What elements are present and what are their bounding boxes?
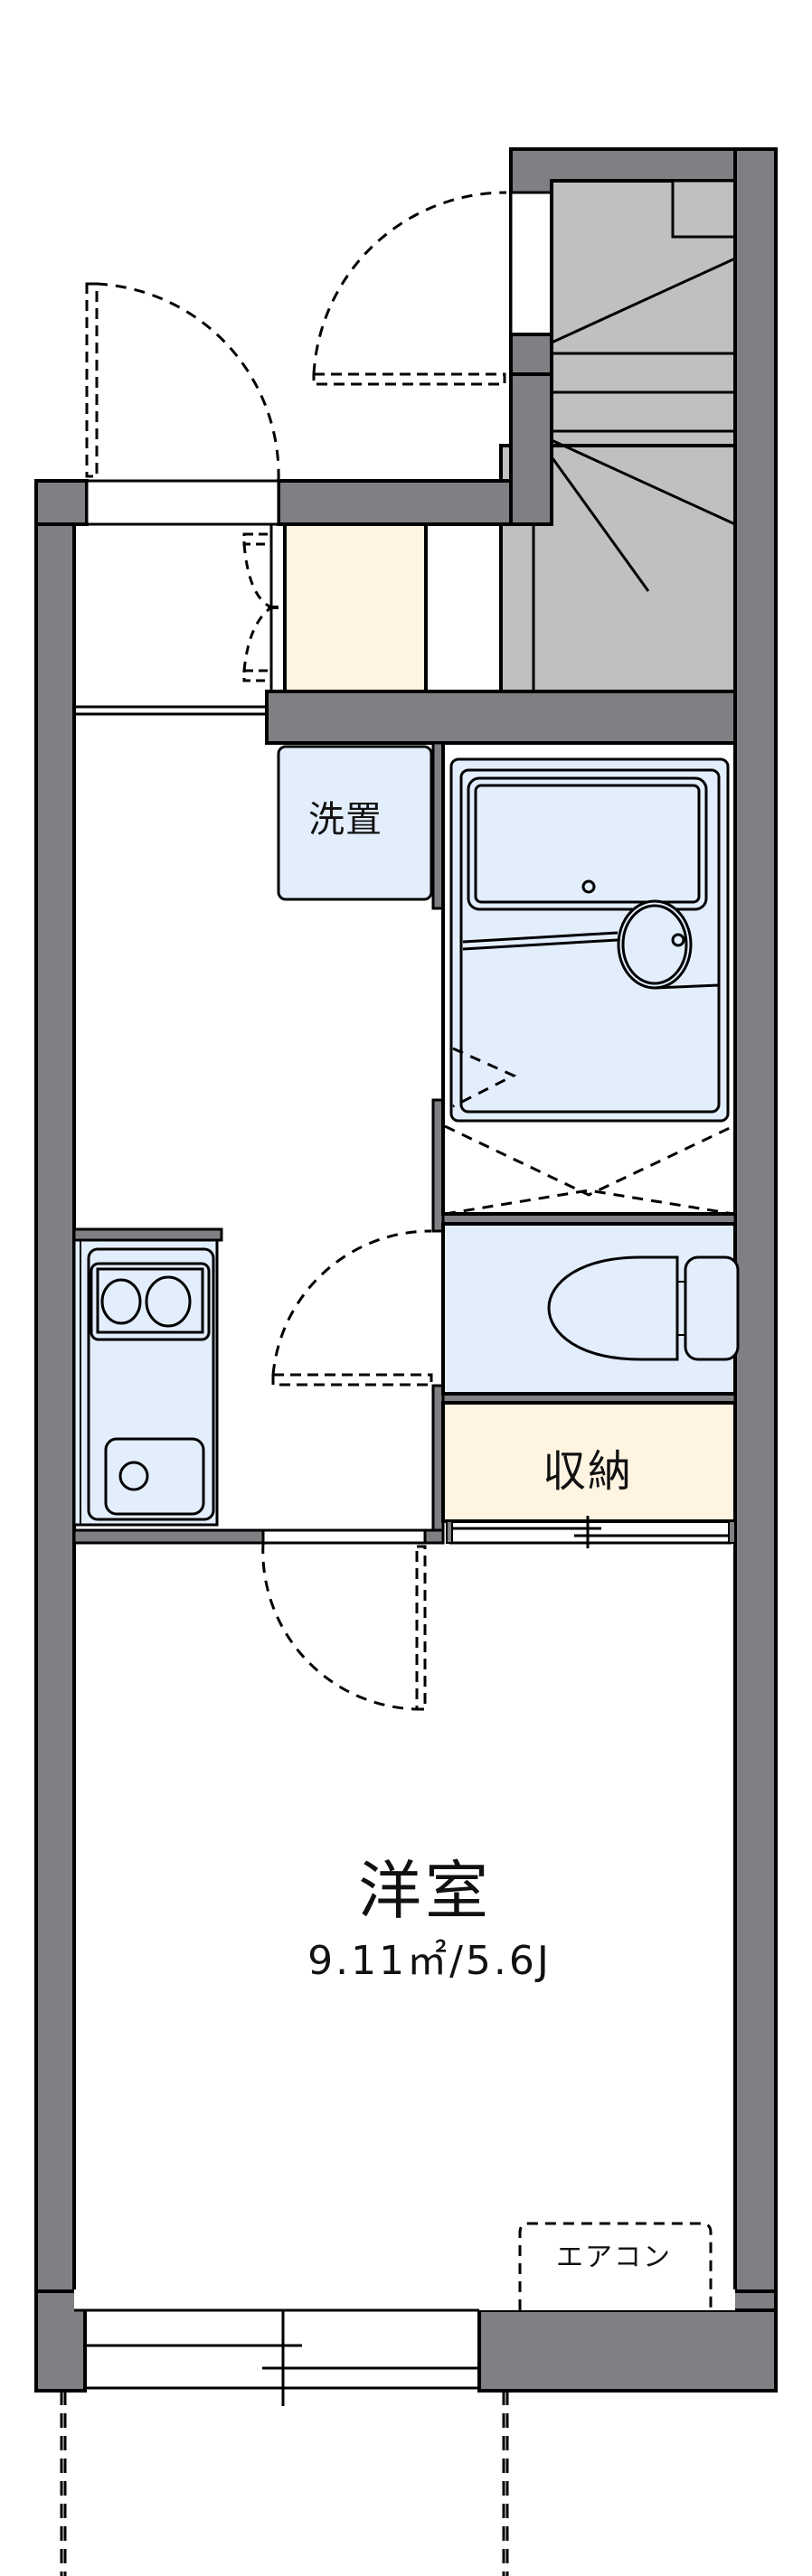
air-conditioner-label: エアコン <box>556 2242 672 2273</box>
balcony-outline <box>60 2391 509 2576</box>
washer-space <box>277 745 433 901</box>
storage <box>441 1401 737 1548</box>
western-room-door[interactable] <box>261 1528 427 1711</box>
toilet-door[interactable] <box>271 1229 433 1387</box>
stair-door[interactable] <box>312 191 507 386</box>
shoe-cabinet <box>242 522 428 693</box>
western-room-label: 洋室 <box>358 1854 492 1928</box>
entrance-door[interactable] <box>85 282 280 526</box>
western-room-area: 9.11㎡/5.6J <box>307 1938 552 1984</box>
interior-walls <box>72 690 737 1545</box>
air-conditioner <box>518 2222 713 2310</box>
storage-label: 収納 <box>542 1446 633 1497</box>
washer-space-label: 洗置 <box>308 799 382 841</box>
kitchen-counter <box>72 1238 219 1527</box>
toilet-room <box>441 1222 740 1396</box>
unit-bath <box>441 741 737 1216</box>
